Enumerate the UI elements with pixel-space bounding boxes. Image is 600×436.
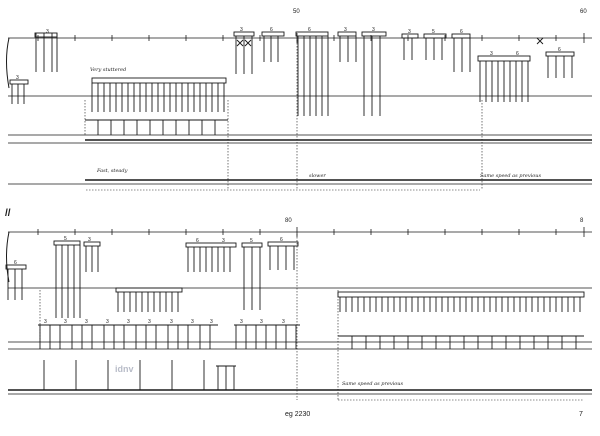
system-1-staff-lines bbox=[8, 37, 592, 185]
system-2-long-beam bbox=[337, 291, 585, 312]
system-1-tuplet-6: 3 bbox=[372, 27, 375, 33]
system-2-instruction-same-speed: Same speed as previous bbox=[342, 381, 404, 387]
system-2-tuplet-11: 3 bbox=[106, 319, 109, 325]
system-1-tuplet-2: 3 bbox=[16, 75, 19, 81]
system-2-notes-mid bbox=[185, 241, 299, 310]
system-1-measure-number-a: 50 bbox=[293, 9, 300, 15]
system-2-tuplet-15: 3 bbox=[191, 319, 194, 325]
system-2-tuplet-5: 3 bbox=[222, 238, 225, 244]
system-1-instruction-fast-steady: Fast, steady bbox=[96, 168, 128, 174]
system-2-notes-left bbox=[5, 240, 101, 318]
system-1-notes-right bbox=[233, 31, 575, 116]
system-1-tuplet-5: 3 bbox=[344, 27, 347, 33]
system-2-mid-beam-block bbox=[115, 287, 183, 312]
system-1-tuplet-13: 6 bbox=[308, 27, 311, 33]
section-mark: // bbox=[5, 208, 11, 219]
catalog-number: eg 2230 bbox=[285, 411, 310, 418]
system-2-tuplet-2: 5 bbox=[64, 236, 67, 242]
system-1-tuplet-11: 6 bbox=[516, 51, 519, 57]
system-2-measure-number-b: 8 bbox=[580, 218, 584, 224]
system-1-instruction-very-stuttered: Very stuttered bbox=[90, 67, 126, 73]
system-1-tuplet-3: 3 bbox=[240, 27, 243, 33]
system-1-dotted-barlines bbox=[84, 40, 483, 190]
system-1-bracket bbox=[6, 37, 10, 89]
system-2-tuplet-16: 3 bbox=[240, 319, 243, 325]
system-2-tuplet-8: 3 bbox=[44, 319, 47, 325]
system-1-tuplet-12: 6 bbox=[558, 47, 561, 53]
system-1-tuplet-10: 3 bbox=[490, 51, 493, 57]
system-1-tuplet-1: 3 bbox=[46, 29, 49, 35]
system-1-tuplet-7: 3 bbox=[408, 29, 411, 35]
system-2-staff-lines bbox=[8, 231, 592, 395]
system-2-dotted-barlines bbox=[39, 234, 339, 400]
system-2-tuplet-9: 3 bbox=[64, 319, 67, 325]
system-1-instruction-same-speed: Same speed as previous bbox=[480, 173, 542, 179]
watermark-logo: idnv bbox=[115, 364, 134, 374]
system-2-tuplet-6: 5 bbox=[250, 238, 253, 244]
system-1-stutter-beam-block bbox=[91, 77, 227, 112]
system-2-tuplet-18: 3 bbox=[282, 319, 285, 325]
system-2-tuplet-1: 6 bbox=[14, 260, 17, 266]
page-number: 7 bbox=[579, 411, 583, 418]
system-2-tuplet-3: 3 bbox=[88, 237, 91, 243]
system-2-tuplet-12: 3 bbox=[127, 319, 130, 325]
system-2-ticks bbox=[37, 227, 585, 237]
system-1-tuplet-8: 5 bbox=[432, 29, 435, 35]
system-2-tuplet-19: 3 bbox=[210, 319, 213, 325]
system-2-tuplet-14: 3 bbox=[170, 319, 173, 325]
system-2-tuplet-17: 3 bbox=[260, 319, 263, 325]
system-2-tuplet-7: 6 bbox=[280, 237, 283, 243]
system-2-tuplet-13: 3 bbox=[148, 319, 151, 325]
system-2-low-notes bbox=[338, 335, 584, 349]
system-2: 80 8 6 5 3 bbox=[5, 218, 592, 401]
system-2-bottom-strokes bbox=[43, 360, 236, 390]
system-2-triplet-row bbox=[38, 324, 300, 349]
system-2-tuplet-4: 6 bbox=[196, 238, 199, 244]
system-1-tuplet-4: 6 bbox=[270, 27, 273, 33]
system-1-notes-left bbox=[9, 32, 58, 104]
system-1-measure-number-b: 60 bbox=[580, 9, 587, 15]
system-1-tuplet-9: 6 bbox=[460, 29, 463, 35]
system-1-steady-notes bbox=[85, 119, 228, 135]
system-1-accent-marks bbox=[236, 37, 544, 47]
system-1: 50 60 3 3 Very stuttered bbox=[6, 9, 592, 191]
system-2-measure-number-a: 80 bbox=[285, 218, 292, 224]
system-1-instruction-slower: slower bbox=[309, 173, 326, 179]
system-2-tuplet-10: 3 bbox=[85, 319, 88, 325]
